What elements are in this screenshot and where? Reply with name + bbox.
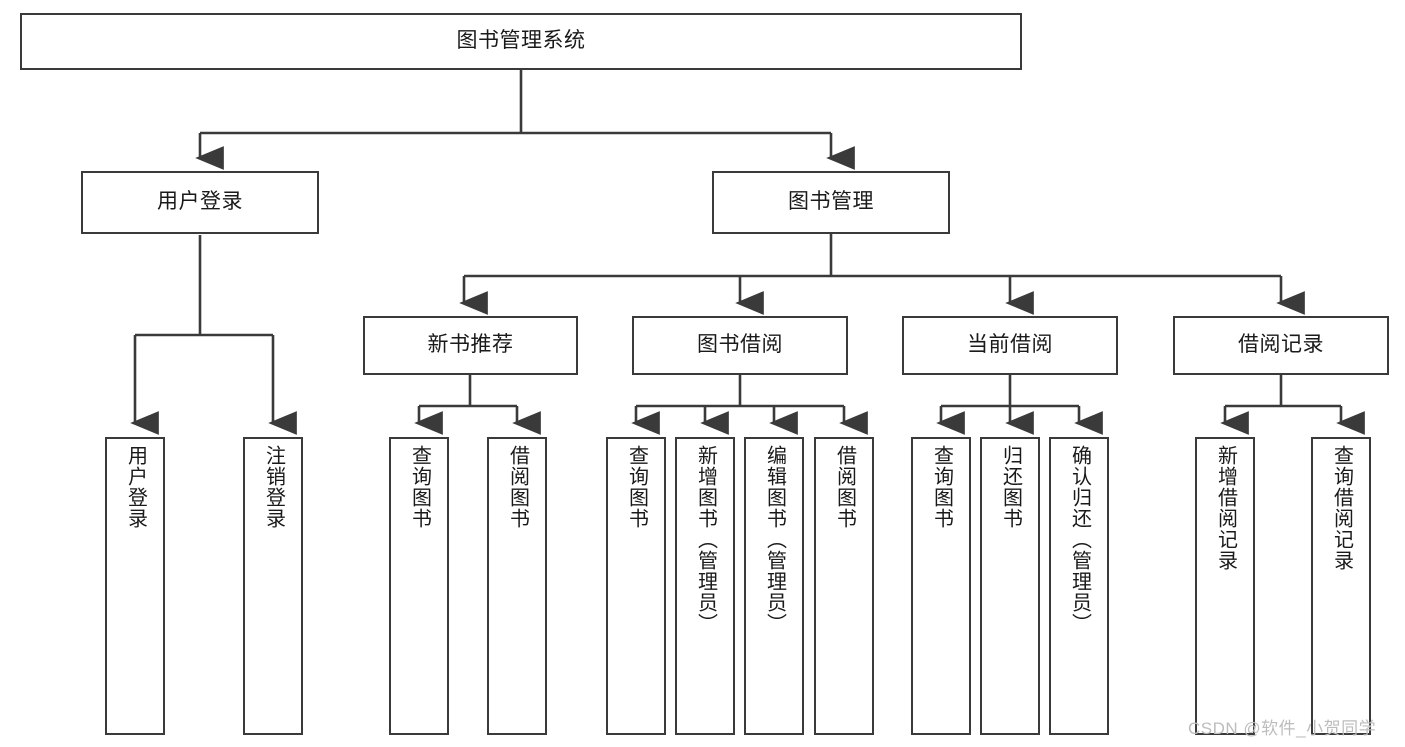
- node-book-borrowing-label: 图书借阅: [697, 333, 783, 357]
- node-leaf-confirm-return-admin[interactable]: 确认归还（管理员）: [1049, 437, 1109, 735]
- node-leaf-user-login-label: 用户登录: [124, 445, 147, 529]
- node-leaf-logout[interactable]: 注销登录: [243, 437, 303, 735]
- node-leaf-return-books[interactable]: 归还图书: [980, 437, 1040, 735]
- node-leaf-confirm-return-admin-label: 确认归还（管理员）: [1068, 445, 1091, 634]
- node-leaf-borrow-books-borrowing-label: 借阅图书: [833, 445, 856, 529]
- node-book-management-label: 图书管理: [788, 190, 874, 214]
- node-leaf-borrow-books-borrowing[interactable]: 借阅图书: [814, 437, 874, 735]
- node-user-login[interactable]: 用户登录: [81, 171, 319, 234]
- node-leaf-query-books-borrowing-label: 查询图书: [625, 445, 648, 529]
- node-leaf-query-borrow-record[interactable]: 查询借阅记录: [1311, 437, 1371, 735]
- node-leaf-edit-book-admin[interactable]: 编辑图书（管理员）: [744, 437, 804, 735]
- node-leaf-add-borrow-record[interactable]: 新增借阅记录: [1195, 437, 1255, 735]
- node-current-borrowing[interactable]: 当前借阅: [902, 316, 1118, 375]
- node-new-book-recommendation[interactable]: 新书推荐: [363, 316, 578, 375]
- node-leaf-borrow-books-recommendation[interactable]: 借阅图书: [487, 437, 547, 735]
- node-root-label: 图书管理系统: [456, 29, 586, 53]
- node-new-book-recommendation-label: 新书推荐: [427, 333, 514, 357]
- node-leaf-query-books-borrowing[interactable]: 查询图书: [606, 437, 666, 735]
- node-user-login-label: 用户登录: [157, 190, 243, 214]
- node-leaf-query-books-current-label: 查询图书: [930, 445, 953, 529]
- node-leaf-query-borrow-record-label: 查询借阅记录: [1330, 445, 1353, 571]
- node-leaf-user-login[interactable]: 用户登录: [105, 437, 165, 735]
- node-leaf-edit-book-admin-label: 编辑图书（管理员）: [763, 445, 786, 634]
- node-borrowing-records-label: 借阅记录: [1238, 333, 1324, 357]
- node-leaf-logout-label: 注销登录: [262, 445, 285, 529]
- node-book-management[interactable]: 图书管理: [712, 171, 950, 234]
- node-root[interactable]: 图书管理系统: [20, 13, 1022, 70]
- node-current-borrowing-label: 当前借阅: [967, 333, 1053, 357]
- node-leaf-query-books-recommendation[interactable]: 查询图书: [389, 437, 449, 735]
- node-borrowing-records[interactable]: 借阅记录: [1173, 316, 1389, 375]
- node-book-borrowing[interactable]: 图书借阅: [632, 316, 848, 375]
- node-leaf-borrow-books-recommendation-label: 借阅图书: [506, 445, 529, 529]
- node-leaf-query-books-recommendation-label: 查询图书: [408, 445, 431, 529]
- node-leaf-add-book-admin[interactable]: 新增图书（管理员）: [675, 437, 735, 735]
- node-leaf-query-books-current[interactable]: 查询图书: [911, 437, 971, 735]
- node-leaf-return-books-label: 归还图书: [999, 445, 1022, 529]
- node-leaf-add-book-admin-label: 新增图书（管理员）: [694, 445, 717, 634]
- node-leaf-add-borrow-record-label: 新增借阅记录: [1214, 445, 1237, 571]
- csdn-watermark: CSDN @软件_小贺同学: [1188, 719, 1377, 738]
